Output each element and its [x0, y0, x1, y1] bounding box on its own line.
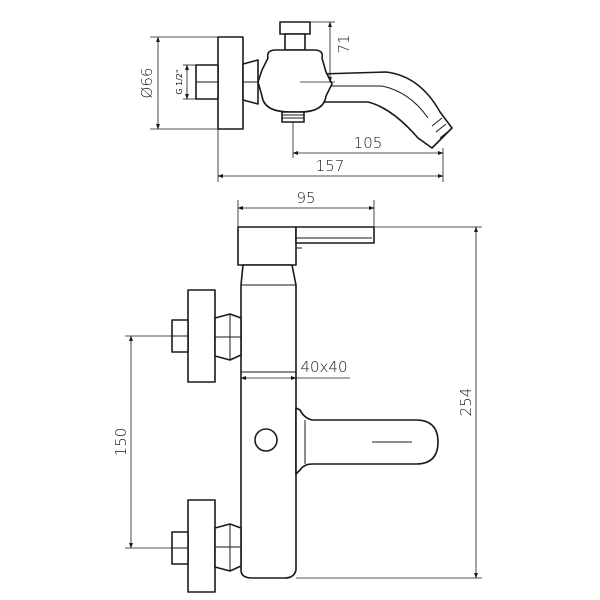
top-shower-outlet — [281, 111, 305, 123]
top-spout — [319, 71, 453, 149]
front-lever — [295, 226, 375, 244]
section-label: 40x40 — [300, 358, 347, 376]
top-view: Ø66 G 1/2" 71 105 157 — [138, 21, 453, 182]
width-label: 95 — [296, 189, 315, 207]
front-main-body — [240, 264, 297, 579]
front-lower-flange — [187, 499, 216, 593]
front-view: 95 40x40 150 254 — [112, 189, 482, 593]
front-upper-flange — [187, 289, 216, 383]
spout-length-label: 105 — [354, 134, 383, 152]
front-body-chamfer — [240, 264, 244, 286]
thread-label: G 1/2" — [175, 69, 184, 94]
top-valve-body — [257, 49, 333, 113]
connection-spacing-label: 150 — [112, 428, 130, 457]
height-label: 71 — [335, 34, 353, 53]
front-lever-base — [237, 226, 297, 266]
front-spout — [295, 407, 439, 475]
total-depth-label: 157 — [316, 157, 345, 175]
top-diverter-stem — [284, 33, 306, 51]
top-diverter-knob — [279, 21, 311, 35]
top-spout-inner — [330, 85, 429, 119]
top-wall-flange — [217, 36, 244, 130]
top-aerator-line-3 — [439, 129, 451, 139]
top-aerator-line-1 — [431, 117, 443, 127]
top-aerator-line-2 — [435, 123, 447, 133]
diameter-label: Ø66 — [138, 68, 156, 99]
total-height-label: 254 — [457, 388, 475, 417]
front-diverter-hole — [254, 428, 278, 452]
